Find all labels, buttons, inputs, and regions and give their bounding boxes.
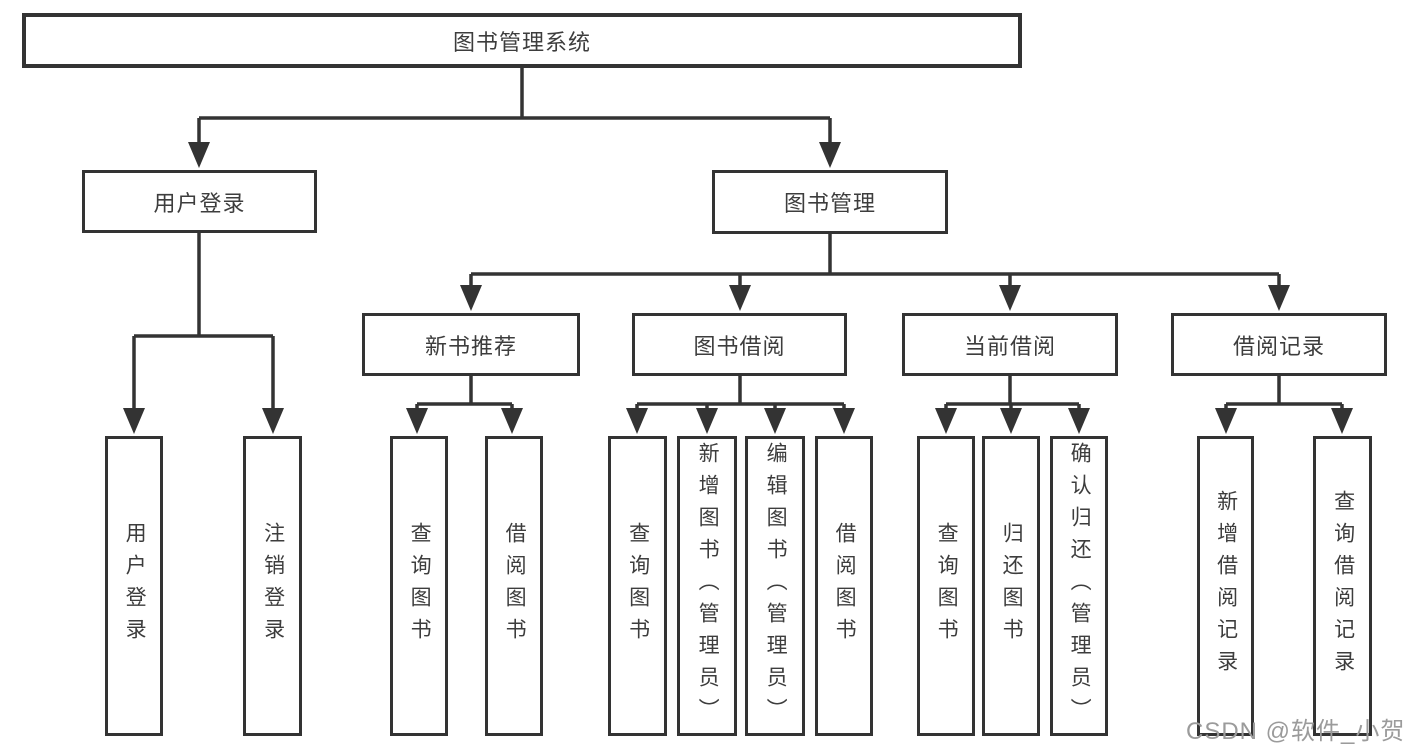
node-root-label: 图书管理系统 xyxy=(452,29,591,55)
node-book-management: 图书管理 xyxy=(712,170,948,234)
node-borrow-records-label: 借阅记录 xyxy=(1232,333,1325,359)
node-user-login: 用户登录 xyxy=(82,170,317,233)
node-book-management-label: 图书管理 xyxy=(783,191,876,216)
leaf-recommend-query-book-label: 查询图书 xyxy=(408,522,432,650)
leaf-borrow-query-book-label: 查询图书 xyxy=(626,522,650,650)
node-borrow-records: 借阅记录 xyxy=(1171,313,1387,376)
leaf-recommend-query-book: 查询图书 xyxy=(390,436,448,736)
leaf-logout: 注销登录 xyxy=(243,436,302,736)
leaf-current-query-book: 查询图书 xyxy=(917,436,975,736)
leaf-borrow-book-label: 借阅图书 xyxy=(833,522,857,650)
node-root: 图书管理系统 xyxy=(22,13,1022,68)
leaf-borrow-book: 借阅图书 xyxy=(815,436,873,736)
leaf-user-login-label: 用户登录 xyxy=(123,522,147,650)
node-book-borrow: 图书借阅 xyxy=(632,313,847,376)
leaf-edit-book-admin: 编辑图书（管理员） xyxy=(745,436,805,736)
leaf-add-book-admin-label: 新增图书（管理员） xyxy=(696,442,720,730)
leaf-user-login: 用户登录 xyxy=(105,436,163,736)
node-user-login-label: 用户登录 xyxy=(153,190,246,216)
leaf-recommend-borrow-book-label: 借阅图书 xyxy=(503,522,527,650)
leaf-add-borrow-record-label: 新增借阅记录 xyxy=(1214,490,1238,682)
leaf-add-book-admin: 新增图书（管理员） xyxy=(677,436,737,736)
node-new-book-recommend-label: 新书推荐 xyxy=(424,333,517,359)
leaf-borrow-query-book: 查询图书 xyxy=(608,436,667,736)
leaf-logout-label: 注销登录 xyxy=(261,522,285,650)
leaf-query-borrow-record: 查询借阅记录 xyxy=(1313,436,1372,736)
leaf-return-book: 归还图书 xyxy=(982,436,1040,736)
leaf-query-borrow-record-label: 查询借阅记录 xyxy=(1331,490,1355,682)
leaf-recommend-borrow-book: 借阅图书 xyxy=(485,436,543,736)
leaf-current-query-book-label: 查询图书 xyxy=(935,522,959,650)
leaf-edit-book-admin-label: 编辑图书（管理员） xyxy=(764,442,788,730)
leaf-add-borrow-record: 新增借阅记录 xyxy=(1197,436,1254,736)
leaf-confirm-return-admin: 确认归还（管理员） xyxy=(1050,436,1108,736)
csdn-watermark: CSDN @软件_小贺同学 xyxy=(1186,718,1405,745)
leaf-confirm-return-admin-label: 确认归还（管理员） xyxy=(1068,442,1092,730)
node-new-book-recommend: 新书推荐 xyxy=(362,313,580,376)
leaf-return-book-label: 归还图书 xyxy=(1000,522,1024,650)
node-book-borrow-label: 图书借阅 xyxy=(693,333,786,359)
node-current-borrow-label: 当前借阅 xyxy=(963,333,1056,359)
node-current-borrow: 当前借阅 xyxy=(902,313,1118,376)
